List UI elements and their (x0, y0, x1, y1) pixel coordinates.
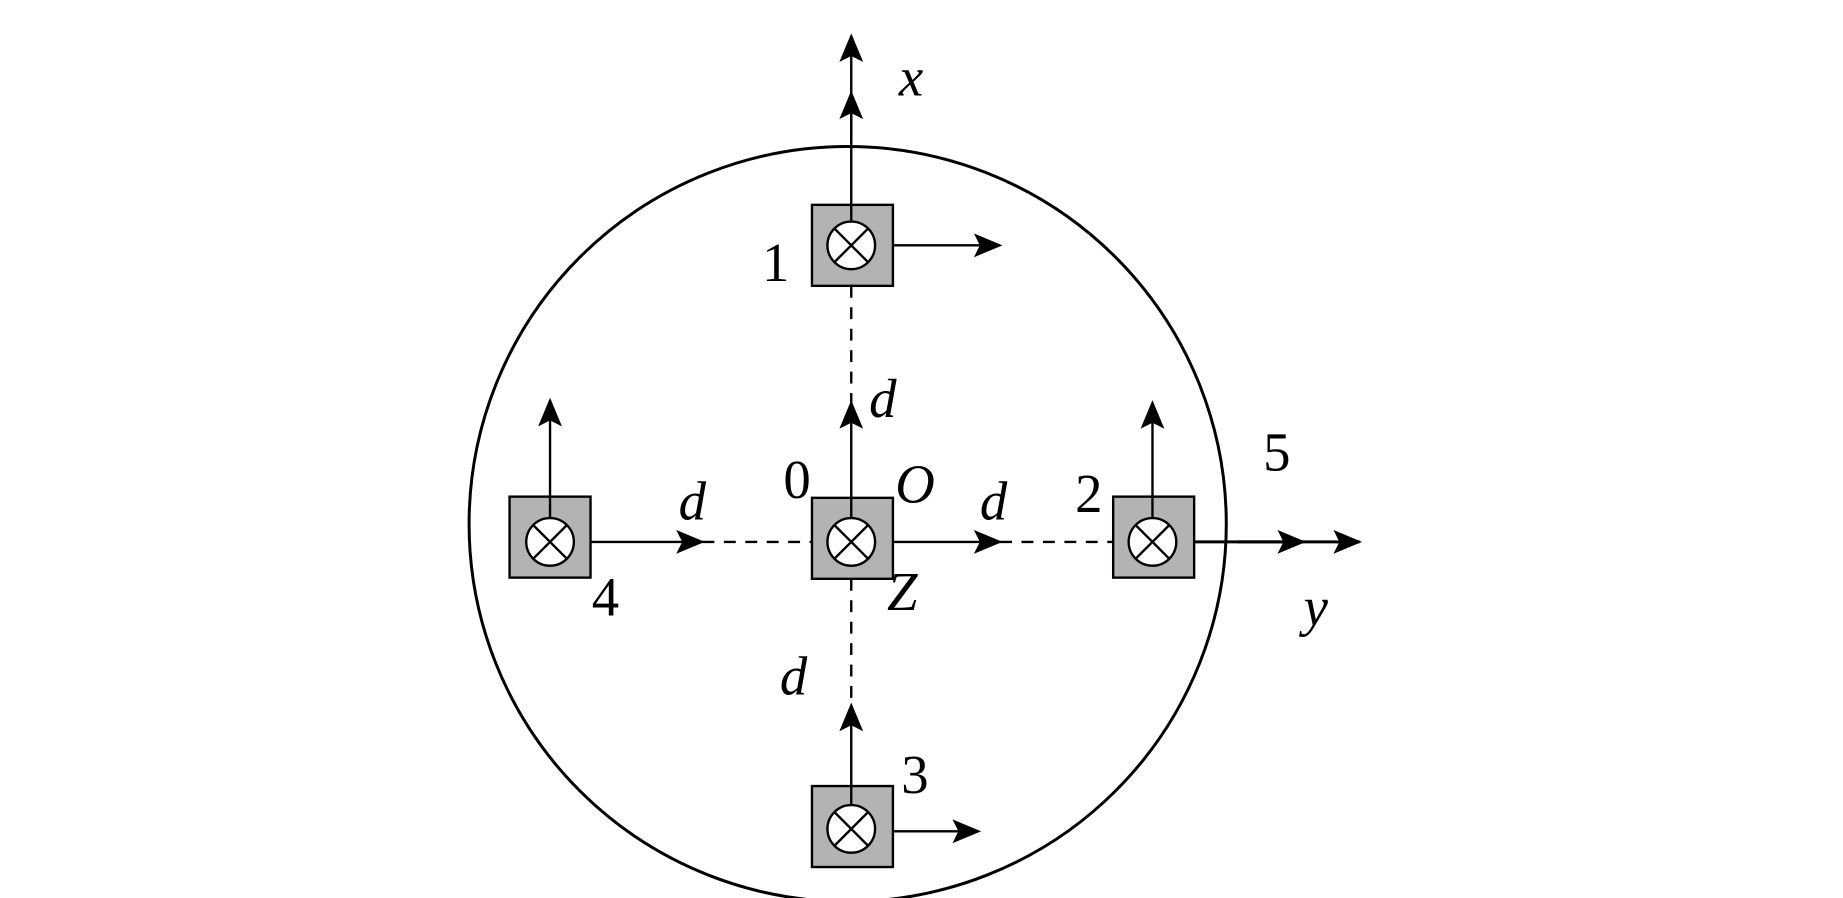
sensor-1-label: 1 (762, 232, 789, 293)
origin-label: O (895, 454, 935, 515)
sensor-3-label: 3 (901, 744, 928, 805)
distance-label-up: d (869, 368, 897, 429)
sensor-0 (810, 496, 895, 581)
distance-label-right: d (980, 470, 1008, 531)
sensor-2-label: 2 (1075, 463, 1102, 524)
distance-label-down: d (780, 645, 808, 706)
z-label: Z (887, 561, 918, 622)
sensor-5-label: 5 (1263, 421, 1290, 482)
y-axis-label: y (1299, 576, 1329, 637)
sensor-arrow-stubs (548, 204, 1154, 806)
sensor-0-label: 0 (783, 449, 810, 510)
distance-label-left: d (679, 470, 707, 531)
boundary-circle (467, 145, 1228, 898)
sensor-4-label: 4 (592, 567, 619, 628)
x-axis-label: x (898, 46, 923, 107)
dashed-lines (702, 285, 1114, 709)
